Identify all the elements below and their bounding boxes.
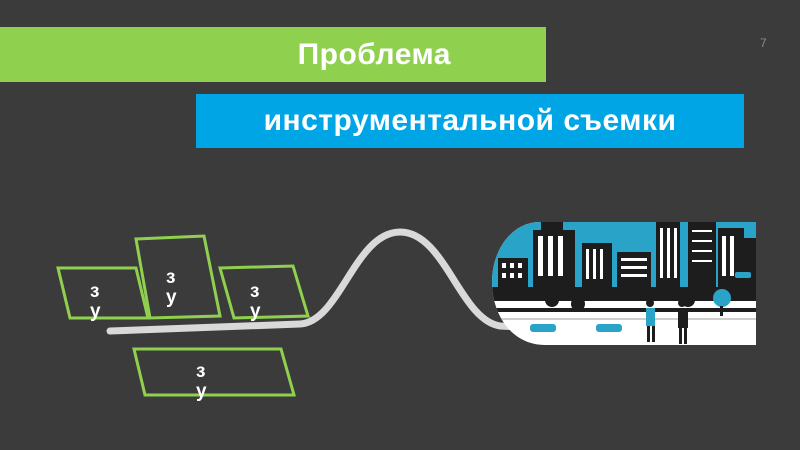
parcel-1-label-2: у bbox=[90, 301, 101, 322]
parcel-2: з у bbox=[134, 234, 222, 320]
people-icon bbox=[646, 299, 688, 344]
parcel-1: з у bbox=[56, 266, 150, 322]
page-number: 7 bbox=[760, 36, 767, 50]
city-illustration bbox=[492, 222, 756, 345]
title-line-1: Проблема bbox=[297, 37, 451, 71]
parcel-3-label-2: у bbox=[250, 301, 261, 322]
title-banner-green: Проблема bbox=[0, 27, 546, 82]
title-line-2: инструментальной съемки bbox=[263, 104, 677, 137]
parcel-3-label-1: з bbox=[250, 281, 259, 302]
car-icon bbox=[530, 272, 751, 332]
parcel-4-label-1: з bbox=[196, 361, 205, 382]
parcel-4-label-2: у bbox=[196, 381, 207, 402]
parcel-2-label-1: з bbox=[166, 267, 175, 288]
parcel-1-label-1: з bbox=[90, 281, 99, 302]
title-banner-blue: инструментальной съемки bbox=[196, 94, 744, 148]
parcel-2-label-2: у bbox=[166, 287, 177, 308]
road-curve bbox=[106, 228, 544, 335]
parcel-4: з у bbox=[132, 347, 296, 402]
parcel-3: з у bbox=[218, 264, 310, 322]
city-buildings bbox=[498, 222, 756, 288]
